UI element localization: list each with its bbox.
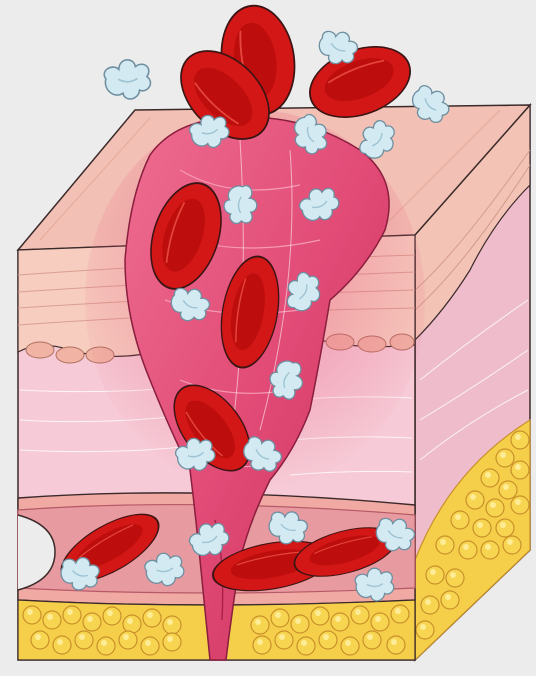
wound-illustration [0,0,536,676]
skin-wound-diagram [0,0,536,676]
